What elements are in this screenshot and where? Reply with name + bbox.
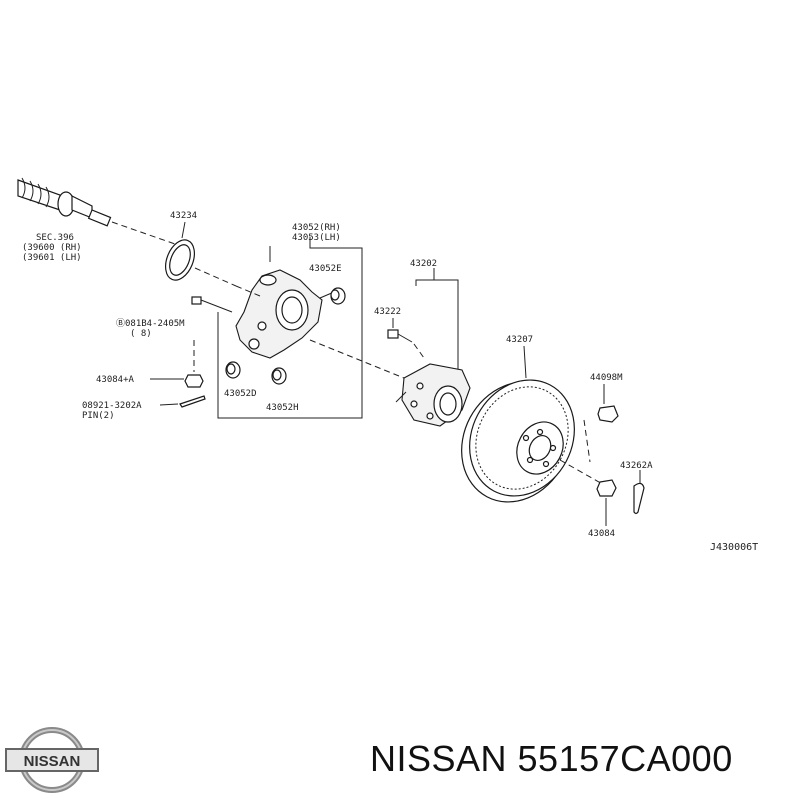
label-pin: PIN(2)	[82, 411, 115, 421]
diagram-ref-code: J430006T	[710, 542, 758, 553]
cotter-pin	[159, 395, 206, 408]
label-43262a: 43262A	[620, 461, 653, 471]
clip-44098m	[583, 384, 619, 463]
knuckle-group	[191, 237, 405, 419]
nissan-logo: NISSAN	[5, 727, 99, 793]
label-43052rh: 43052(RH)	[292, 223, 341, 233]
label-39600: (39600 (RH)	[22, 243, 82, 253]
label-43207: 43207	[506, 335, 533, 345]
logo-wordmark: NISSAN	[24, 753, 81, 770]
label-43084: 43084	[588, 529, 615, 539]
label-43084a: 43084+A	[96, 375, 135, 385]
nut-43084a	[150, 340, 204, 388]
label-39601: (39601 (LH)	[22, 253, 82, 263]
brake-disc-43207	[461, 345, 607, 503]
label-44098m: 44098M	[590, 373, 623, 383]
nut-43084	[596, 479, 617, 526]
label-43222: 43222	[374, 307, 401, 317]
seal-ring-43234	[165, 221, 237, 287]
label-43053lh: 43053(LH)	[292, 233, 341, 243]
cotter-pin-43262a	[633, 470, 645, 515]
label-43052d: 43052D	[224, 389, 257, 399]
label-43052e: 43052E	[309, 264, 342, 274]
label-sec396: SEC.396	[36, 233, 74, 243]
label-081b4: Ⓑ081B4-2405M	[116, 318, 185, 329]
label-43052h: 43052H	[266, 403, 299, 413]
hub-group	[387, 268, 471, 427]
label-43202: 43202	[410, 259, 437, 269]
label-081b4-qty: ( 8)	[130, 329, 152, 339]
drive-shaft	[17, 177, 176, 245]
part-number-caption: NISSAN 55157CA000	[370, 738, 733, 779]
label-08921: 08921-3202A	[82, 401, 142, 411]
label-43234: 43234	[170, 211, 197, 221]
